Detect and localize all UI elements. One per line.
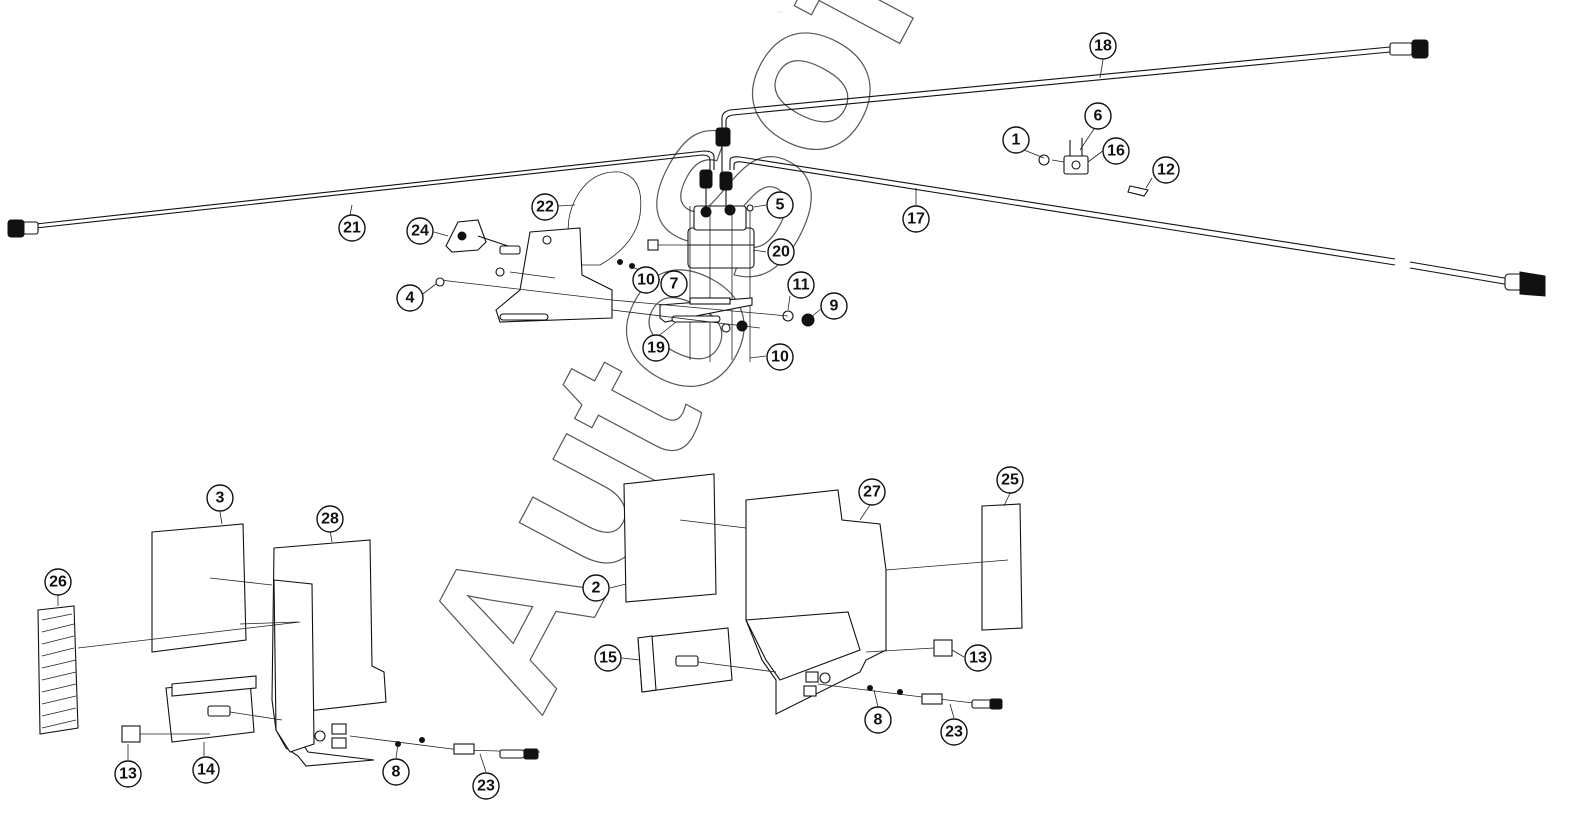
callout-14-label: 14: [197, 762, 215, 779]
callout-2: 2: [582, 574, 610, 602]
callout-4-label: 4: [406, 290, 415, 307]
clip-16: [1038, 138, 1149, 197]
callout-22-label: 22: [536, 199, 554, 216]
callout-20-label: 20: [772, 244, 790, 261]
callout-14: 14: [192, 756, 220, 784]
callout-13b-label: 13: [969, 650, 987, 667]
callout-6: 6: [1084, 102, 1112, 130]
cover-27: [745, 489, 887, 715]
label-plate-22: [567, 171, 642, 266]
callout-13a-label: 13: [119, 766, 137, 783]
callout-16: 16: [1102, 137, 1130, 165]
callout-27: 27: [858, 478, 886, 506]
callout-3: 3: [206, 484, 234, 512]
callout-11: 11: [787, 271, 815, 299]
callout-12: 12: [1152, 156, 1180, 184]
pad-13a: [121, 725, 210, 743]
callout-23a-label: 23: [477, 778, 495, 795]
callout-8b: 8: [864, 706, 892, 734]
callout-19-label: 19: [647, 340, 665, 357]
callout-10a-label: 10: [637, 272, 655, 289]
callout-19: 19: [642, 334, 670, 362]
callout-10a: 10: [632, 266, 660, 294]
callout-20: 20: [767, 238, 795, 266]
callout-10b-label: 10: [771, 349, 789, 366]
harness-23b: [817, 683, 1003, 710]
callout-6-label: 6: [1094, 108, 1103, 125]
callout-11-label: 11: [793, 277, 810, 294]
callout-12-label: 12: [1157, 162, 1175, 179]
pad-13b: [865, 639, 953, 657]
cover-28: [239, 539, 387, 767]
callout-4: 4: [396, 284, 424, 312]
callout-23b-label: 23: [945, 724, 963, 741]
callout-25: 25: [996, 466, 1024, 494]
callout-8a-label: 8: [392, 764, 401, 781]
callout-22: 22: [531, 193, 559, 221]
callout-23a: 23: [472, 772, 500, 800]
callout-5-label: 5: [776, 197, 785, 214]
callout-13a: 13: [114, 760, 142, 788]
callout-26-label: 26: [49, 574, 67, 591]
callout-25-label: 25: [1001, 472, 1019, 489]
callout-1-label: 1: [1012, 132, 1021, 149]
lamp-14: [165, 675, 283, 743]
header-mark: ···: [776, 9, 783, 16]
callout-16-label: 16: [1107, 143, 1125, 160]
bracket-24: [445, 219, 521, 255]
reflector-26: [37, 605, 301, 735]
watermark-text: AutoSoft: [372, 0, 996, 741]
callout-18: 18: [1089, 32, 1117, 60]
callout-21-label: 21: [343, 220, 361, 237]
plate-3: [151, 523, 273, 653]
module-20: [647, 127, 755, 362]
callout-24-label: 24: [411, 223, 429, 240]
callout-18-label: 18: [1094, 38, 1112, 55]
callout-23b: 23: [940, 718, 968, 746]
callout-10b: 10: [766, 343, 794, 371]
callout-17: 17: [902, 205, 930, 233]
cable-17: [729, 156, 1546, 297]
callout-9-label: 9: [830, 298, 839, 315]
callout-28: 28: [316, 505, 344, 533]
callout-13b: 13: [964, 644, 992, 672]
cable-18: [721, 39, 1429, 130]
callout-27-label: 27: [863, 484, 881, 501]
callout-1: 1: [1002, 126, 1030, 154]
callout-7-label: 7: [670, 276, 679, 293]
plate-2: [623, 473, 747, 603]
callout-8b-label: 8: [874, 712, 883, 729]
callout-21: 21: [338, 214, 366, 242]
watermark: AutoSoft: [372, 0, 997, 742]
lamp-15: [637, 627, 777, 693]
callout-26: 26: [44, 568, 72, 596]
callout-2-label: 2: [592, 580, 601, 597]
callout-7: 7: [660, 270, 688, 298]
callout-8a: 8: [382, 758, 410, 786]
callout-17-label: 17: [907, 211, 925, 228]
callout-28-label: 28: [321, 511, 339, 528]
cable-21: [7, 150, 715, 238]
callout-3-label: 3: [216, 490, 225, 507]
callout-15: 15: [594, 644, 622, 672]
callout-15-label: 15: [599, 650, 617, 667]
reflector-25: [885, 503, 1023, 631]
callout-5: 5: [766, 191, 794, 219]
callout-24: 24: [406, 217, 434, 245]
harness-23a: [349, 735, 541, 760]
bracket: [439, 227, 753, 323]
callout-9: 9: [820, 292, 848, 320]
